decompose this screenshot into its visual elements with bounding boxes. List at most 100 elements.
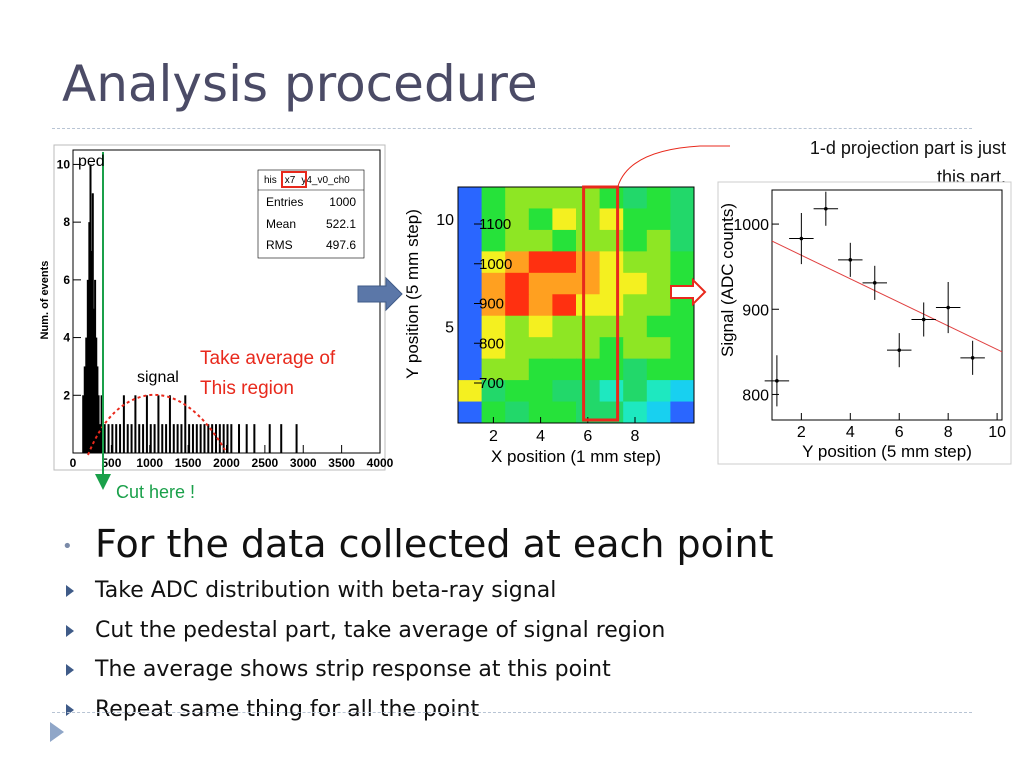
projection-xlabel: Y position (5 mm step) bbox=[802, 442, 972, 461]
heatmap-cell bbox=[576, 208, 601, 231]
heatmap-cell bbox=[481, 187, 506, 209]
heatmap-cell bbox=[599, 337, 624, 360]
stats-rms-label: RMS bbox=[266, 238, 293, 252]
data-point bbox=[897, 348, 902, 352]
histogram-bin bbox=[122, 395, 125, 453]
heatmap-cell bbox=[528, 401, 553, 424]
heatmap-cell bbox=[552, 401, 577, 424]
heatmap-cell bbox=[646, 401, 671, 424]
heatmap-cell bbox=[528, 315, 553, 338]
histogram-bin bbox=[99, 424, 102, 453]
heatmap-cell bbox=[670, 380, 695, 403]
heatmap-cell bbox=[623, 229, 648, 252]
histogram-bin bbox=[83, 366, 86, 453]
histogram-bin bbox=[149, 424, 152, 453]
projection-highlight-box bbox=[582, 185, 620, 422]
footer-divider bbox=[52, 712, 972, 713]
stats-entries-value: 1000 bbox=[329, 195, 356, 209]
bullet-sub-text: The average shows strip response at this… bbox=[95, 657, 611, 682]
heatmap-cell bbox=[505, 294, 530, 317]
heatmap-cell bbox=[576, 272, 601, 295]
heatmap-y-tick-label: 5 bbox=[445, 319, 454, 336]
heatmap-x-tick-label: 4 bbox=[536, 428, 545, 445]
heatmap-cell bbox=[481, 315, 506, 338]
histogram-bin bbox=[95, 337, 98, 453]
heatmap-cell bbox=[528, 272, 553, 295]
heatmap-cell bbox=[481, 337, 506, 360]
heatmap-cell bbox=[505, 229, 530, 252]
heatmap-cell bbox=[646, 208, 671, 231]
heatmap-cell bbox=[599, 315, 624, 338]
heatmap-cell bbox=[552, 229, 577, 252]
histogram-bin bbox=[180, 424, 183, 453]
slide-nav-icon[interactable] bbox=[50, 722, 64, 742]
heatmap-cell bbox=[576, 380, 601, 403]
heatmap-cell bbox=[458, 208, 483, 231]
heatmap-cell bbox=[623, 337, 648, 360]
projection-x-tick-label: 6 bbox=[895, 424, 904, 441]
data-point bbox=[848, 258, 853, 262]
heatmap-cell bbox=[481, 208, 506, 231]
heatmap-cell bbox=[623, 187, 648, 209]
heatmap-cell bbox=[646, 294, 671, 317]
histogram-bin bbox=[138, 424, 141, 453]
heatmap-xlabel: X position (1 mm step) bbox=[491, 447, 661, 466]
heatmap-cell bbox=[576, 358, 601, 381]
bullet-sub-text: Take ADC distribution with beta-ray sign… bbox=[95, 578, 557, 603]
histogram-x-tick-label: 3000 bbox=[290, 456, 317, 470]
heatmap-x-tick-label: 2 bbox=[489, 428, 498, 445]
heatmap-cells bbox=[458, 187, 695, 424]
heatmap-z-tick-label: 1000 bbox=[479, 256, 512, 273]
histogram-y-tick-label: 2 bbox=[63, 388, 70, 402]
histogram-y-tick-label: 10 bbox=[57, 157, 71, 171]
heatmap-cell bbox=[599, 187, 624, 209]
heatmap-cell bbox=[458, 229, 483, 252]
histogram-bin bbox=[97, 395, 100, 453]
heatmap-cell bbox=[623, 358, 648, 381]
heatmap-cell bbox=[623, 251, 648, 274]
cut-here-label: Cut here ! bbox=[116, 482, 195, 502]
heatmap-cell bbox=[576, 294, 601, 317]
projection-y-tick-label: 1000 bbox=[733, 217, 769, 234]
heatmap-z-tick-label: 800 bbox=[479, 335, 504, 352]
heatmap-cell bbox=[481, 251, 506, 274]
bullet-sub-text: Repeat same thing for all the point bbox=[95, 697, 480, 722]
heatmap-cell bbox=[481, 380, 506, 403]
heatmap-x-tick-label: 6 bbox=[583, 428, 592, 445]
heatmap-cell bbox=[670, 401, 695, 424]
histogram-bin bbox=[295, 424, 298, 453]
histogram-bin bbox=[111, 424, 114, 453]
heatmap-cell bbox=[623, 208, 648, 231]
histogram-bin bbox=[168, 395, 171, 453]
histogram-y-tick-label: 8 bbox=[63, 215, 70, 229]
heatmap-cell bbox=[670, 294, 695, 317]
histogram-bin bbox=[203, 424, 206, 453]
heatmap-cell bbox=[528, 294, 553, 317]
histogram-bin bbox=[199, 424, 202, 453]
flow-arrow-icon bbox=[357, 276, 403, 312]
heatmap-cell bbox=[623, 294, 648, 317]
histogram-x-tick-label: 3500 bbox=[328, 456, 355, 470]
heatmap-cell bbox=[505, 358, 530, 381]
heatmap-cell bbox=[623, 401, 648, 424]
heatmap-cell bbox=[528, 208, 553, 231]
heatmap-y-ticks: 510 bbox=[436, 212, 454, 336]
heatmap-cell bbox=[481, 358, 506, 381]
data-point bbox=[946, 305, 950, 310]
heatmap-cell bbox=[505, 337, 530, 360]
heatmap-cell bbox=[505, 380, 530, 403]
heatmap-cell bbox=[552, 208, 577, 231]
data-point bbox=[970, 356, 975, 360]
histogram-bin bbox=[142, 424, 145, 453]
heatmap-cell bbox=[552, 294, 577, 317]
histogram-bin bbox=[89, 164, 92, 453]
heatmap-cell bbox=[458, 251, 483, 274]
heatmap-cell bbox=[599, 251, 624, 274]
histogram-bin bbox=[245, 424, 248, 453]
histogram-bin bbox=[207, 424, 210, 453]
heatmap-cell bbox=[505, 187, 530, 209]
heatmap-cell bbox=[505, 208, 530, 231]
